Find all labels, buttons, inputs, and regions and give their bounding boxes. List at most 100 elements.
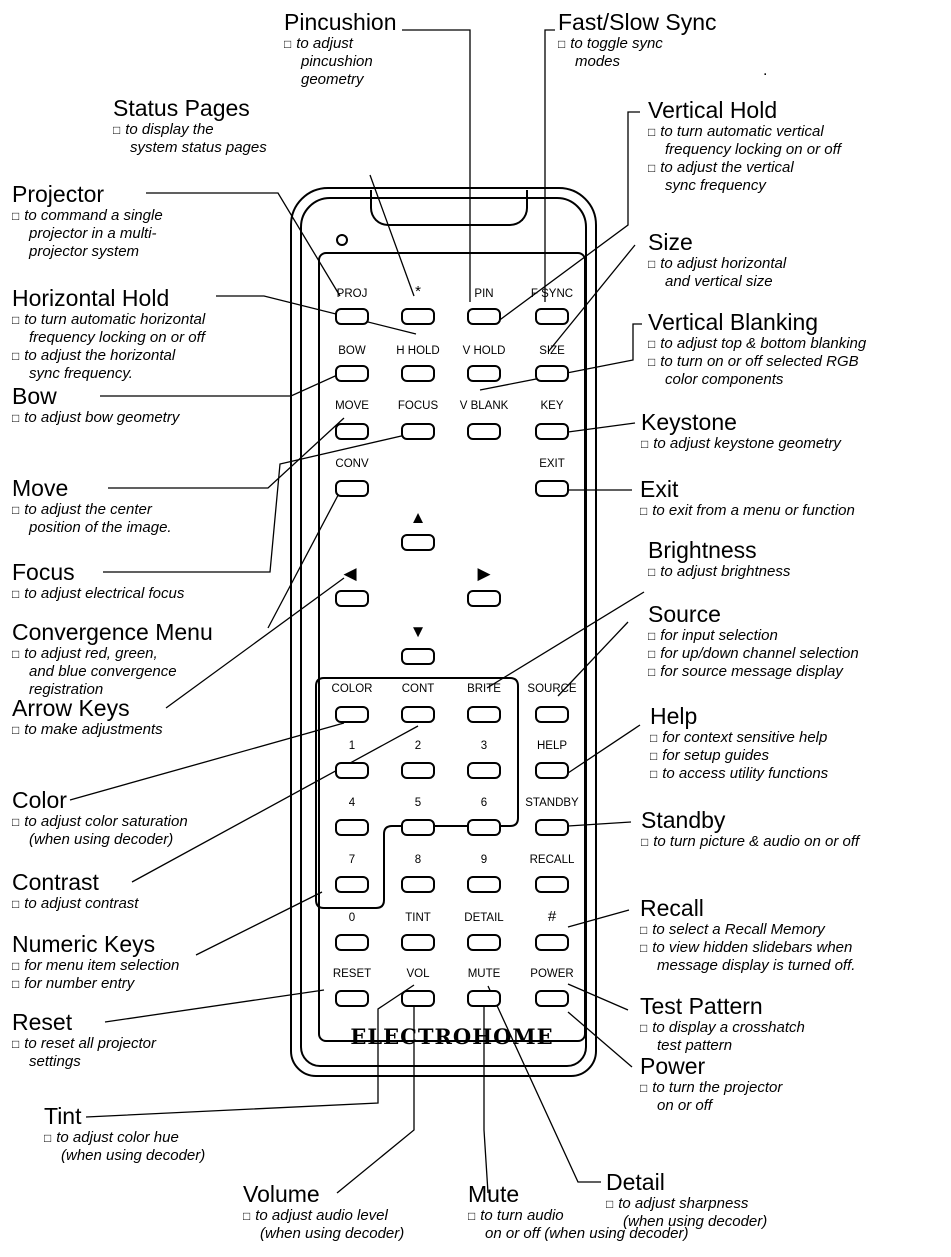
left-button[interactable] bbox=[335, 590, 369, 607]
stray-dot: . bbox=[763, 62, 767, 79]
callout-title: Volume bbox=[243, 1181, 320, 1207]
key-label-vblank: V BLANK bbox=[459, 400, 509, 412]
detail-button[interactable] bbox=[467, 934, 501, 951]
key-label-power: POWER bbox=[530, 968, 574, 980]
leader-arrow-keys bbox=[165, 577, 345, 709]
callout-keystone: Keystone to adjust keystone geometry bbox=[641, 410, 841, 453]
callout-pincushion: Pincushion to adjust pincushion geometry bbox=[284, 10, 397, 89]
key-label-bow: BOW bbox=[338, 345, 366, 357]
callout-title: Reset bbox=[12, 1009, 73, 1035]
remote-handle bbox=[370, 190, 528, 226]
tint-button[interactable] bbox=[401, 934, 435, 951]
leader-brightness bbox=[486, 591, 645, 689]
callout-reset: Reset to reset all projector settings bbox=[12, 1010, 156, 1071]
mute-button[interactable] bbox=[467, 990, 501, 1007]
key-label-7: 7 bbox=[348, 854, 356, 866]
key-label-hash: # bbox=[547, 908, 557, 925]
leader-tint bbox=[85, 984, 415, 1118]
up-arrow-icon: ▲ bbox=[409, 508, 427, 527]
leader-pincushion bbox=[402, 29, 471, 302]
key-label-source: SOURCE bbox=[527, 683, 577, 695]
pin-button[interactable] bbox=[467, 308, 501, 325]
callout-title: Contrast bbox=[12, 869, 99, 895]
brite-button[interactable] bbox=[467, 706, 501, 723]
proj-button[interactable] bbox=[335, 308, 369, 325]
leader-mute bbox=[483, 1005, 489, 1194]
leader-size bbox=[547, 244, 636, 353]
color-button[interactable] bbox=[335, 706, 369, 723]
status-pages-button[interactable] bbox=[401, 308, 435, 325]
indicator-led bbox=[336, 234, 348, 246]
num-5-button[interactable] bbox=[401, 819, 435, 836]
key-label-3: 3 bbox=[480, 740, 488, 752]
callout-projector: Projector to command a single projector … bbox=[12, 182, 163, 261]
brand-logo: ELECTROHOME bbox=[350, 1024, 554, 1049]
callout-vertical-blanking: Vertical Blanking to adjust top & bottom… bbox=[648, 310, 866, 389]
power-button[interactable] bbox=[535, 990, 569, 1007]
recall-button[interactable] bbox=[535, 876, 569, 893]
hhold-button[interactable] bbox=[401, 365, 435, 382]
callout-size: Size to adjust horizontal and vertical s… bbox=[648, 230, 786, 291]
exit-button[interactable] bbox=[535, 480, 569, 497]
standby-button[interactable] bbox=[535, 819, 569, 836]
callout-test-pattern: Test Pattern to display a crosshatch tes… bbox=[640, 994, 805, 1055]
size-button[interactable] bbox=[535, 365, 569, 382]
reset-button[interactable] bbox=[335, 990, 369, 1007]
num-9-button[interactable] bbox=[467, 876, 501, 893]
leader-color bbox=[69, 722, 345, 801]
num-7-button[interactable] bbox=[335, 876, 369, 893]
vol-button[interactable] bbox=[401, 990, 435, 1007]
callout-title: Fast/Slow Sync bbox=[558, 9, 717, 35]
leader-source bbox=[557, 621, 629, 697]
cont-button[interactable] bbox=[401, 706, 435, 723]
callout-title: Status Pages bbox=[113, 95, 250, 121]
callout-title: Arrow Keys bbox=[12, 695, 130, 721]
leader-keystone bbox=[567, 422, 636, 433]
left-arrow-icon: ◀ bbox=[343, 564, 357, 583]
callout-title: Move bbox=[12, 475, 69, 501]
source-button[interactable] bbox=[535, 706, 569, 723]
num-4-button[interactable] bbox=[335, 819, 369, 836]
conv-button[interactable] bbox=[335, 480, 369, 497]
num-6-button[interactable] bbox=[467, 819, 501, 836]
key-label-cont: CONT bbox=[401, 683, 435, 695]
key-label-tint: TINT bbox=[405, 912, 431, 924]
callout-title: Vertical Blanking bbox=[648, 309, 819, 335]
key-label-6: 6 bbox=[480, 797, 488, 809]
key-label-detail: DETAIL bbox=[464, 912, 504, 924]
keystone-button[interactable] bbox=[535, 423, 569, 440]
num-2-button[interactable] bbox=[401, 762, 435, 779]
callout-title: Focus bbox=[12, 559, 75, 585]
right-button[interactable] bbox=[467, 590, 501, 607]
test-pattern-button[interactable] bbox=[535, 934, 569, 951]
move-button[interactable] bbox=[335, 423, 369, 440]
callout-title: Recall bbox=[640, 895, 704, 921]
remote-body bbox=[290, 187, 597, 1077]
focus-button[interactable] bbox=[401, 423, 435, 440]
leader-volume bbox=[336, 1005, 415, 1194]
callout-title: Mute bbox=[468, 1181, 520, 1207]
key-label-move: MOVE bbox=[335, 400, 369, 412]
key-label-8: 8 bbox=[414, 854, 422, 866]
key-label-key: KEY bbox=[540, 400, 564, 412]
num-0-button[interactable] bbox=[335, 934, 369, 951]
leader-contrast bbox=[131, 725, 419, 883]
vblank-button[interactable] bbox=[467, 423, 501, 440]
callout-title: Numeric Keys bbox=[12, 931, 156, 957]
key-label-fsync: F SYNC bbox=[530, 288, 574, 300]
bow-button[interactable] bbox=[335, 365, 369, 382]
help-button[interactable] bbox=[535, 762, 569, 779]
num-8-button[interactable] bbox=[401, 876, 435, 893]
callout-source: Source for input selection for up/down c… bbox=[648, 602, 859, 681]
up-button[interactable] bbox=[401, 534, 435, 551]
callout-title: Test Pattern bbox=[640, 993, 763, 1019]
down-button[interactable] bbox=[401, 648, 435, 665]
callout-convergence-menu: Convergence Menu to adjust red, green, a… bbox=[12, 620, 213, 699]
num-1-button[interactable] bbox=[335, 762, 369, 779]
callout-bow: Bow to adjust bow geometry bbox=[12, 384, 179, 427]
vhold-button[interactable] bbox=[467, 365, 501, 382]
num-3-button[interactable] bbox=[467, 762, 501, 779]
fsync-button[interactable] bbox=[535, 308, 569, 325]
callout-title: Standby bbox=[641, 807, 726, 833]
key-label-vol: VOL bbox=[406, 968, 430, 980]
